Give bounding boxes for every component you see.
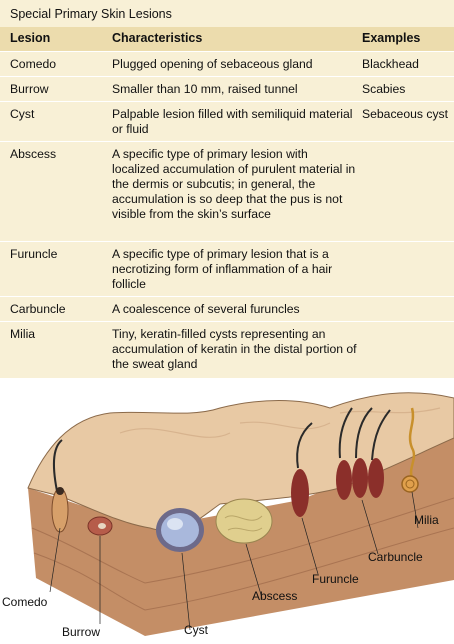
lesion-name: Milia <box>10 327 36 341</box>
lesion-characteristics: Smaller than 10 mm, raised tunnel <box>112 82 298 96</box>
lesion-name: Abscess <box>10 147 57 161</box>
dermis-layer-lines <box>31 497 454 611</box>
table-title: Special Primary Skin Lesions <box>10 7 172 21</box>
table-row-burrow: Burrow Smaller than 10 mm, raised tunnel… <box>0 76 454 102</box>
milia-lesion <box>401 407 419 493</box>
lesion-example: Sebaceous cyst <box>362 107 449 121</box>
table-row-milia: Milia Tiny, keratin-filled cysts represe… <box>0 321 454 379</box>
label-comedo: Comedo <box>2 595 48 609</box>
carbuncle-lesion <box>336 407 391 500</box>
label-milia: Milia <box>414 513 439 527</box>
lesion-characteristics: Palpable lesion filled with semiliquid m… <box>112 107 353 136</box>
header-characteristics: Characteristics <box>112 31 203 45</box>
leader-lines <box>49 491 419 631</box>
header-examples: Examples <box>362 31 421 45</box>
label-cyst: Cyst <box>184 623 209 637</box>
table-row-abscess: Abscess A specific type of primary lesio… <box>0 141 454 242</box>
table-header-row: Lesion Characteristics Examples <box>0 27 454 51</box>
lesion-characteristics: Tiny, keratin-filled cysts representing … <box>112 327 357 371</box>
lesion-characteristics: Plugged opening of sebaceous gland <box>112 57 313 71</box>
lesion-characteristics: A specific type of primary lesion with l… <box>112 147 356 221</box>
lesion-name: Cyst <box>10 107 35 121</box>
furuncle-lesion <box>291 422 313 517</box>
lesion-name: Furuncle <box>10 247 58 261</box>
header-lesion: Lesion <box>10 31 51 45</box>
lesions-table-panel: Special Primary Skin Lesions Lesion Char… <box>0 0 454 378</box>
label-abscess: Abscess <box>252 589 297 603</box>
table-row-furuncle: Furuncle A specific type of primary lesi… <box>0 241 454 297</box>
lesion-name: Comedo <box>10 57 57 71</box>
abscess-lesion <box>215 498 273 544</box>
lesion-example: Blackhead <box>362 57 419 71</box>
table-row-cyst: Cyst Palpable lesion filled with semiliq… <box>0 101 454 142</box>
lesion-name: Burrow <box>10 82 49 96</box>
label-carbuncle: Carbuncle <box>368 550 423 564</box>
table-row-comedo: Comedo Plugged opening of sebaceous glan… <box>0 51 454 77</box>
label-burrow: Burrow <box>62 625 100 639</box>
comedo-lesion <box>51 439 69 533</box>
lesion-characteristics: A specific type of primary lesion that i… <box>112 247 333 291</box>
lesion-characteristics: A coalescence of several furuncles <box>112 302 300 316</box>
lesion-name: Carbuncle <box>10 302 66 316</box>
cyst-lesion <box>156 508 204 552</box>
table-row-carbuncle: Carbuncle A coalescence of several furun… <box>0 296 454 322</box>
skin-cross-section-illustration: Comedo Burrow Cyst Abscess Furuncle Carb… <box>2 392 454 639</box>
lesion-example: Scabies <box>362 82 406 96</box>
burrow-lesion <box>87 516 113 536</box>
label-furuncle: Furuncle <box>312 572 359 586</box>
